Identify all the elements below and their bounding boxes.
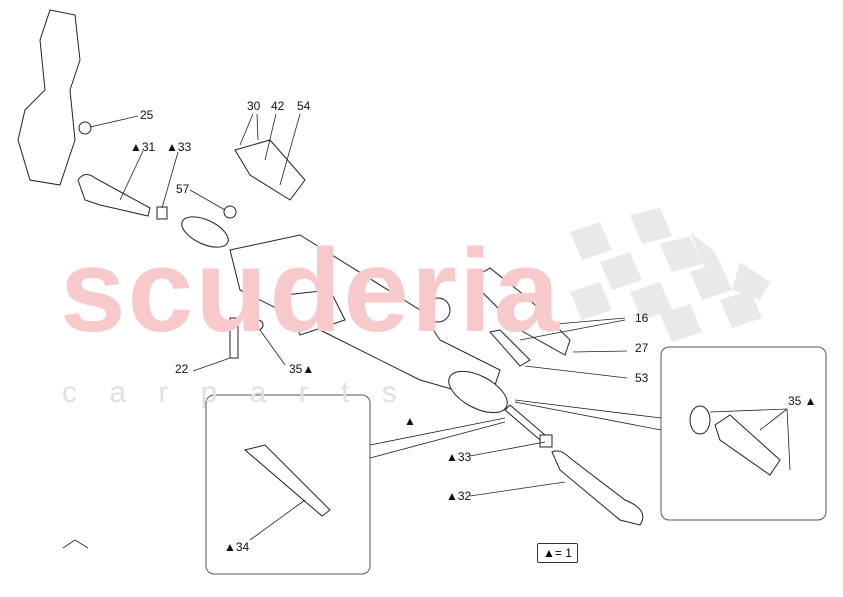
callout-35-rack: 35▲ (289, 362, 315, 376)
checkered-flag-watermark (570, 208, 770, 342)
nut-25 (78, 121, 92, 135)
detail-box-34 (205, 394, 371, 575)
tie-rod-end-left (77, 174, 151, 217)
callout-32: ▲32 (446, 489, 472, 503)
bracket-53 (489, 329, 531, 367)
callout-53: 53 (635, 371, 649, 385)
detail-box-35 (660, 346, 827, 521)
nut-35 (252, 319, 264, 331)
nut-33-left (156, 206, 168, 220)
electric-motor (284, 289, 346, 336)
callout-16: 16 (635, 311, 649, 325)
legend-quantity: ▲= 1 (537, 543, 578, 563)
callout-54: 54 (297, 99, 311, 113)
callout-25: 25 (140, 108, 154, 122)
tie-rod-end-right (551, 450, 644, 526)
nut-33-right (539, 434, 553, 448)
callout-33-right: ▲33 (446, 450, 472, 464)
nut-57 (223, 205, 237, 219)
inner-tie-rod-34 (243, 444, 331, 517)
callout-42: 42 (271, 99, 285, 113)
steering-knuckle (17, 9, 81, 186)
callout-triangle: ▲ (404, 414, 416, 428)
leader-lines (62, 113, 791, 549)
bracket-42-54 (234, 139, 306, 201)
callout-35-kit: 35 ▲ (788, 394, 817, 408)
callout-33-left: ▲33 (166, 140, 192, 154)
bolt-22 (229, 317, 239, 359)
callout-34: ▲34 (224, 540, 250, 554)
heat-shield-27 (469, 267, 571, 356)
clamp-ring (689, 405, 711, 435)
boot-left (181, 216, 229, 248)
inner-tie-rod-right (504, 404, 546, 441)
boot-kit-35 (714, 414, 781, 476)
callout-57: 57 (176, 182, 190, 196)
callout-31: ▲31 (130, 140, 156, 154)
pinion-valve (425, 297, 451, 323)
callout-30: 30 (247, 99, 261, 113)
boot-right (448, 370, 508, 414)
callout-22: 22 (175, 362, 189, 376)
callout-27: 27 (635, 341, 649, 355)
